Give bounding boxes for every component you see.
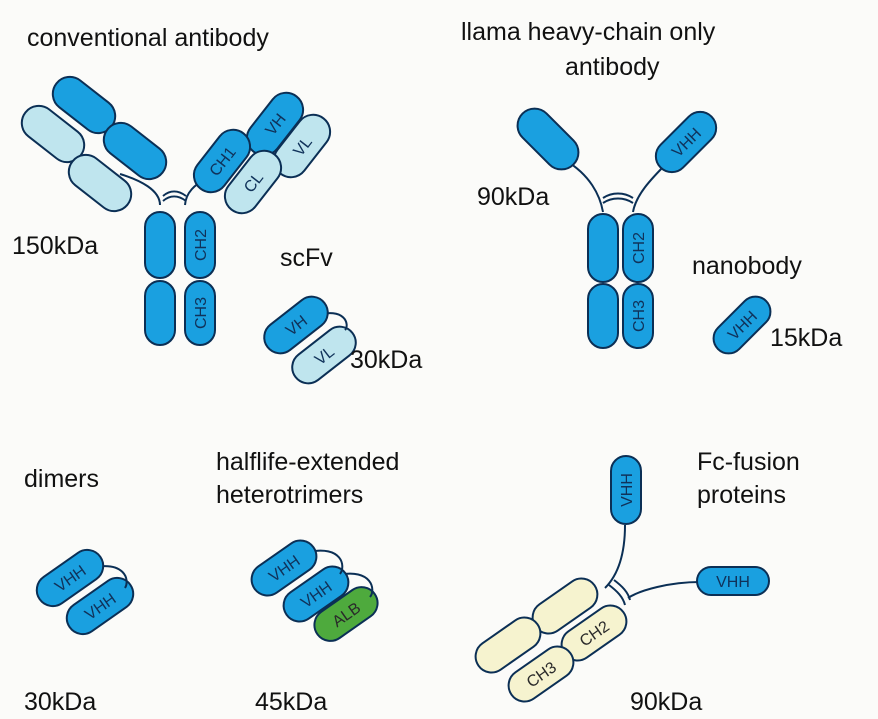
llama-right-vhh-domain: VHH xyxy=(654,110,718,174)
left-ch3-domain xyxy=(144,280,176,346)
nanobody-mass-label: 15kDa xyxy=(770,324,842,352)
fc-fusion-vhh-top: VHH xyxy=(610,455,642,525)
right-ch2-domain: CH2 xyxy=(184,211,216,279)
fc-fusion-vhh-right: VHH xyxy=(696,566,770,596)
right-ch3-domain: CH3 xyxy=(184,280,216,346)
llama-left-ch3-domain xyxy=(587,283,619,349)
disulfide-bridge-2 xyxy=(162,195,187,202)
left-ch2-domain xyxy=(144,211,176,279)
fc-fusion-vhh-top-label: VHH xyxy=(619,473,636,507)
fc-fusion-disulfide-2 xyxy=(608,584,626,606)
heterotrimer: ALB VHH VHH xyxy=(250,539,379,642)
fc-fusion-title-line1: Fc-fusion xyxy=(697,448,800,476)
llama-disulfide-1 xyxy=(602,192,634,199)
conventional-antibody: VH CH1 VL CL CH2 CH3 xyxy=(20,75,332,346)
fc-fusion-disulfide-1 xyxy=(613,579,631,601)
llama-title-line2: antibody xyxy=(565,53,660,81)
llama-right-ch2-domain: CH2 xyxy=(622,213,654,283)
disulfide-bridge-1 xyxy=(162,190,187,197)
heterotrimer-mass-label: 45kDa xyxy=(255,688,327,716)
scfv-vl-domain: VL xyxy=(291,325,357,385)
fc-fusion-linker-top xyxy=(604,524,626,589)
conventional-antibody-title: conventional antibody xyxy=(27,24,269,52)
fc-fusion-back-ch3-domain xyxy=(474,616,542,674)
llama-ch2-label: CH2 xyxy=(631,232,648,264)
fc-fusion-mass-label: 90kDa xyxy=(630,688,702,716)
ch3-label: CH3 xyxy=(193,297,210,329)
llama-left-vhh-domain xyxy=(516,107,580,171)
fc-fusion-vhh-right-label: VHH xyxy=(716,574,750,591)
llama-left-ch2-domain xyxy=(587,213,619,283)
scfv-fragment: VL VH xyxy=(263,295,357,385)
llama-disulfide-2 xyxy=(602,197,634,204)
trimer-vhh-middle: VHH xyxy=(282,565,350,623)
dimers-mass-label: 30kDa xyxy=(24,688,96,716)
llama-hcab: VHH CH2 CH3 xyxy=(516,107,718,349)
hinge-link-left xyxy=(119,173,161,206)
trimer-linker-1 xyxy=(307,549,344,575)
left-arm-cl-domain xyxy=(67,153,133,213)
nanobody-vhh-domain: VHH xyxy=(712,295,772,355)
scfv-vh-domain: VH xyxy=(263,295,329,355)
llama-right-ch3-domain: CH3 xyxy=(622,283,654,349)
conventional-mass-label: 150kDa xyxy=(12,232,98,260)
llama-mass-label: 90kDa xyxy=(477,183,549,211)
scfv-mass-label: 30kDa xyxy=(350,346,422,374)
heterotrimer-title-line2: heterotrimers xyxy=(216,481,363,509)
trimer-alb-domain: ALB xyxy=(313,586,379,642)
fc-fusion-title-line2: proteins xyxy=(697,481,786,509)
vhh-dimer: VHH VHH xyxy=(35,548,135,636)
dimers-title: dimers xyxy=(24,465,99,493)
llama-title-line1: llama heavy-chain only xyxy=(461,18,716,46)
heterotrimer-title-line1: halflife-extended xyxy=(216,448,399,476)
ch2-label: CH2 xyxy=(193,229,210,261)
fc-fusion-linker-right xyxy=(627,581,701,599)
nanobody-title: nanobody xyxy=(692,252,802,280)
llama-ch3-label: CH3 xyxy=(631,300,648,332)
scfv-title: scFv xyxy=(280,244,333,272)
dimer-vhh-bottom: VHH xyxy=(65,576,135,636)
